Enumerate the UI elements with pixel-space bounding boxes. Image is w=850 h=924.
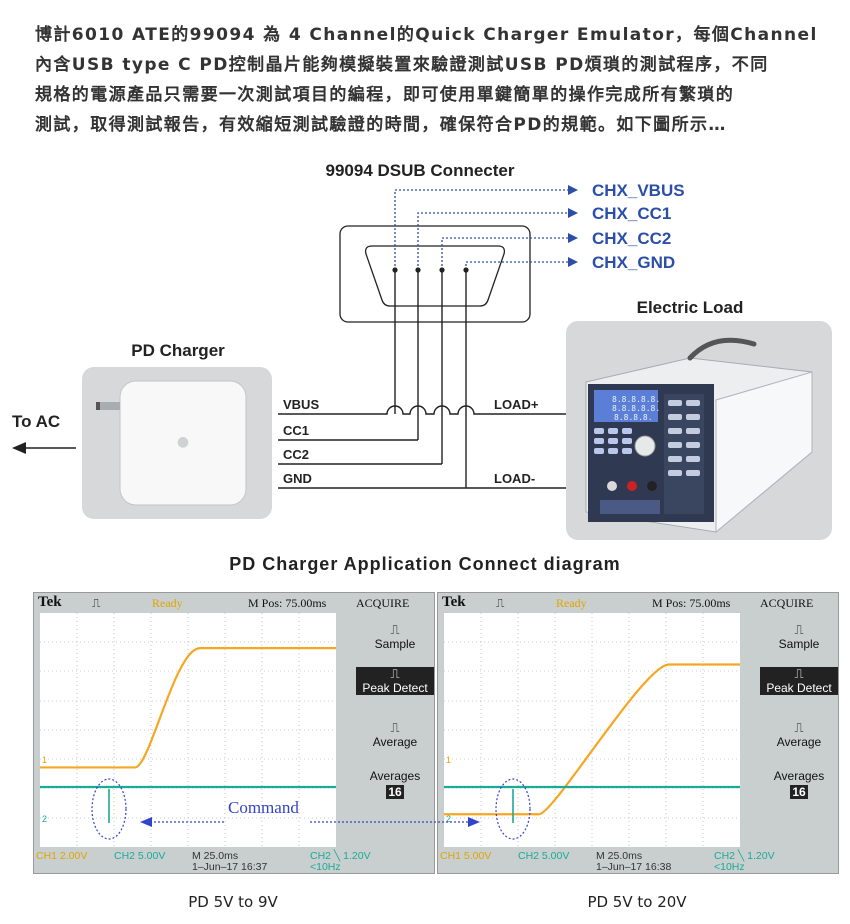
svg-text:2: 2: [446, 814, 451, 824]
scope-1-graticule: 1 2: [40, 613, 336, 847]
scope-1-menu-average[interactable]: ⎍Average: [372, 720, 418, 750]
wire-label-cc2: CC2: [283, 447, 309, 462]
to-ac-label: To AC: [12, 412, 60, 431]
electric-load-label: Electric Load: [637, 298, 744, 317]
scope-1-ch2-scale: CH2 5.00V: [114, 850, 166, 862]
connector-title: 99094 DSUB Connecter: [326, 161, 515, 180]
scope-2-topbar: Tek ⎍ Ready M Pos: 75.00ms ACQUIRE: [438, 593, 838, 613]
scope-2-mpos: M Pos: 75.00ms: [652, 596, 731, 610]
scope-2-trigger-icon: ⎍: [496, 596, 505, 610]
pd-charger-device: ●: [96, 380, 247, 506]
scope-1-command-marker: [91, 778, 127, 840]
scope-2-status: Ready: [556, 596, 587, 610]
scope-2-freq: <10Hz: [714, 861, 745, 873]
scope-screen-1: Tek ⎍ Ready M Pos: 75.00ms ACQUIRE 1 2 ⎍…: [33, 592, 435, 874]
scope-2-menu-sample[interactable]: ⎍Sample: [778, 622, 820, 652]
dsub-connector-frame: [339, 225, 531, 323]
scope-2-menu-peak-detect[interactable]: ⎍Peak Detect: [760, 667, 838, 695]
load-display-1: 8.8.8.8.8.: [612, 395, 660, 404]
svg-text:2: 2: [42, 814, 47, 824]
intro-line-2: 內含USB type C PD控制晶片能夠模擬裝置來驗證測試USB PD煩瑣的測…: [35, 55, 769, 75]
wire-lines: [278, 270, 566, 489]
connection-diagram: 99094 DSUB Connecter CHX_VBUS CHX_CC1 CH…: [12, 161, 832, 574]
scope-1-trigger-icon: ⎍: [92, 596, 101, 610]
scope-2-averages-value: 16: [790, 785, 808, 799]
channel-label-gnd: CHX_GND: [592, 253, 675, 272]
scope-screen-2: Tek ⎍ Ready M Pos: 75.00ms ACQUIRE 1 2 ⎍…: [437, 592, 839, 874]
command-label: Command: [228, 798, 299, 817]
scope-1-status: Ready: [152, 596, 183, 610]
channel-leaders: [394, 189, 568, 270]
scope-1-timebase: M 25.0ms: [192, 850, 239, 862]
scope-1-menu-peak-detect[interactable]: ⎍Peak Detect: [356, 667, 434, 695]
load-display-3: 8.8.8.8.: [614, 413, 653, 422]
scope-2-graticule: 1 2: [444, 613, 740, 847]
svg-text:1: 1: [446, 755, 451, 765]
scope-1-date: 1–Jun–17 16:37: [192, 861, 268, 873]
load-display-2: 8.8.8.8.8.: [612, 404, 660, 413]
channel-label-cc2: CHX_CC2: [592, 229, 671, 248]
scope-1-ch1-trace: [40, 647, 336, 769]
wire-label-gnd: GND: [283, 471, 312, 486]
scope-2-caption: PD 5V to 20V: [587, 893, 687, 911]
scope-1-mpos: M Pos: 75.00ms: [248, 596, 327, 610]
channel-arrows: [568, 185, 578, 267]
intro-line-4: 測試，取得測試報告，有效縮短測試驗證的時間，確保符合PD的規範。如下圖所示…: [35, 115, 727, 135]
scope-2-date: 1–Jun–17 16:38: [596, 861, 672, 873]
scope-2-command-marker: [495, 778, 531, 840]
scope-1-mode: ACQUIRE: [356, 596, 410, 610]
scope-1-trigger: CH2 ╲ 1.20V: [310, 850, 371, 862]
scope-2-brand: Tek: [442, 594, 466, 610]
scope-1-bottombar: CH1 2.00V CH2 5.00V M 25.0ms 1–Jun–17 16…: [34, 849, 434, 873]
scope-2-mode: ACQUIRE: [760, 596, 814, 610]
dsub-connector-shell: [364, 245, 506, 307]
scope-2-ch2-scale: CH2 5.00V: [518, 850, 570, 862]
electric-load-device: 8.8.8.8.8. 8.8.8.8.8. 8.8.8.8.: [585, 337, 813, 534]
scope-2-trigger: CH2 ╲ 1.20V: [714, 850, 775, 862]
scope-1-averages-value: 16: [386, 785, 404, 799]
scope-2-bottombar: CH1 5.00V CH2 5.00V M 25.0ms 1–Jun–17 16…: [438, 849, 838, 873]
scope-2-menu-average[interactable]: ⎍Average: [776, 720, 822, 750]
wire-label-vbus: VBUS: [283, 397, 319, 412]
wire-junction-dots: [392, 267, 469, 273]
scope-1-menu-sample[interactable]: ⎍Sample: [374, 622, 416, 652]
svg-text:1: 1: [42, 755, 47, 765]
svg-text:●: ●: [177, 434, 189, 450]
scope-2-ch1-trace: [444, 663, 740, 816]
channel-label-cc1: CHX_CC1: [592, 204, 671, 223]
load-minus-label: LOAD-: [494, 471, 535, 486]
scope-1-freq: <10Hz: [310, 861, 341, 873]
intro-paragraph: 博計6010 ATE的99094 為 4 Channel的Quick Charg…: [35, 20, 825, 140]
scope-1-brand: Tek: [38, 594, 62, 610]
intro-line-1: 博計6010 ATE的99094 為 4 Channel的Quick Charg…: [35, 25, 818, 45]
scope-1-topbar: Tek ⎍ Ready M Pos: 75.00ms ACQUIRE: [34, 593, 434, 613]
diagram-caption: PD Charger Application Connect diagram: [229, 554, 620, 574]
to-ac-arrow-icon: [12, 442, 76, 454]
channel-label-vbus: CHX_VBUS: [592, 181, 685, 200]
scope-1-caption: PD 5V to 9V: [188, 893, 278, 911]
pd-charger-label: PD Charger: [131, 341, 225, 360]
intro-line-3: 規格的電源產品只需要一次測試項目的編程，即可使用單鍵簡單的操作完成所有繁瑣的: [35, 85, 735, 105]
load-plus-label: LOAD+: [494, 397, 539, 412]
wire-label-cc1: CC1: [283, 423, 309, 438]
scope-1-ch1-scale: CH1 2.00V: [36, 850, 88, 862]
scope-2-timebase: M 25.0ms: [596, 850, 643, 862]
scope-2-ch1-scale: CH1 5.00V: [440, 850, 492, 862]
